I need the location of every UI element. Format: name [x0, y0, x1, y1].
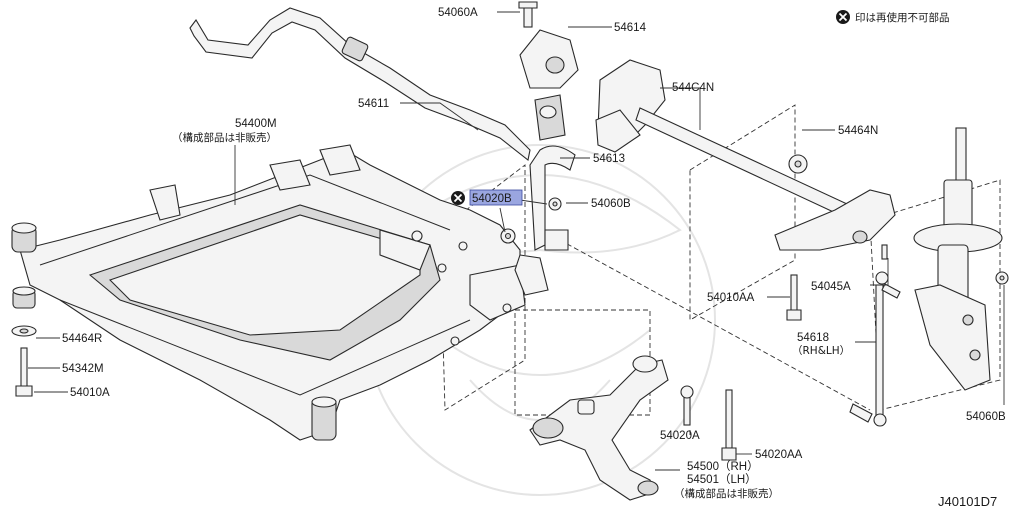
- non-reusable-icon: [453, 193, 463, 203]
- part-label-54010A[interactable]: 54010A: [70, 387, 110, 399]
- part-label-54060A[interactable]: 54060A: [438, 7, 478, 19]
- part-label-54500[interactable]: 54500（RH）: [687, 460, 759, 473]
- legend-text: 印は再使用不可部品: [855, 11, 950, 24]
- part-label-54045A[interactable]: 54045A: [811, 281, 851, 293]
- part-note-54501: （構成部品は非販売）: [674, 487, 779, 500]
- part-label-54464N[interactable]: 54464N: [838, 125, 878, 137]
- part-label-544C4N[interactable]: 544C4N: [672, 82, 714, 94]
- label-highlight: [469, 189, 523, 206]
- part-label-54501[interactable]: 54501（LH）: [687, 473, 757, 486]
- leader-lines: [28, 11, 1005, 471]
- rear-mount-hardware: [11, 286, 37, 397]
- part-label-54613[interactable]: 54613: [593, 153, 625, 165]
- transverse-member: [595, 59, 896, 321]
- part-label-54020B[interactable]: 54020B: [472, 193, 512, 205]
- part-label-54618[interactable]: 54618: [797, 332, 829, 344]
- stabilizer-bar: [189, 7, 531, 161]
- part-label-54464R[interactable]: 54464R: [62, 333, 102, 345]
- part-label-54060B-upper[interactable]: 54060B: [591, 198, 631, 210]
- front-subframe: [11, 144, 526, 441]
- lower-control-arm: [529, 355, 737, 501]
- part-54020b-callout: 54020B: [451, 189, 523, 206]
- part-label-54614[interactable]: 54614: [614, 22, 647, 34]
- part-note-54400M: （構成部品は非販売）: [172, 131, 277, 144]
- figure-code: J40101D7: [938, 494, 997, 509]
- part-label-54020AA[interactable]: 54020AA: [755, 449, 803, 461]
- strut-assembly: [913, 127, 1009, 391]
- part-label-54342M[interactable]: 54342M: [62, 363, 104, 375]
- part-note-54618: （RH&LH）: [792, 345, 850, 357]
- part-label-54611[interactable]: 54611: [358, 98, 389, 110]
- stabilizer-clamp-parts: [500, 1, 579, 296]
- non-reusable-icon: [838, 12, 848, 22]
- part-label-54060B-lower[interactable]: 54060B: [966, 411, 1006, 423]
- part-label-54020A[interactable]: 54020A: [660, 430, 700, 442]
- legend: 印は再使用不可部品: [836, 10, 950, 24]
- part-label-54400M[interactable]: 54400M: [235, 118, 277, 130]
- part-labels: 54060A 54614 54611 54613 544C4N 54464N 5…: [62, 7, 1006, 500]
- part-label-54010AA[interactable]: 54010AA: [707, 292, 755, 304]
